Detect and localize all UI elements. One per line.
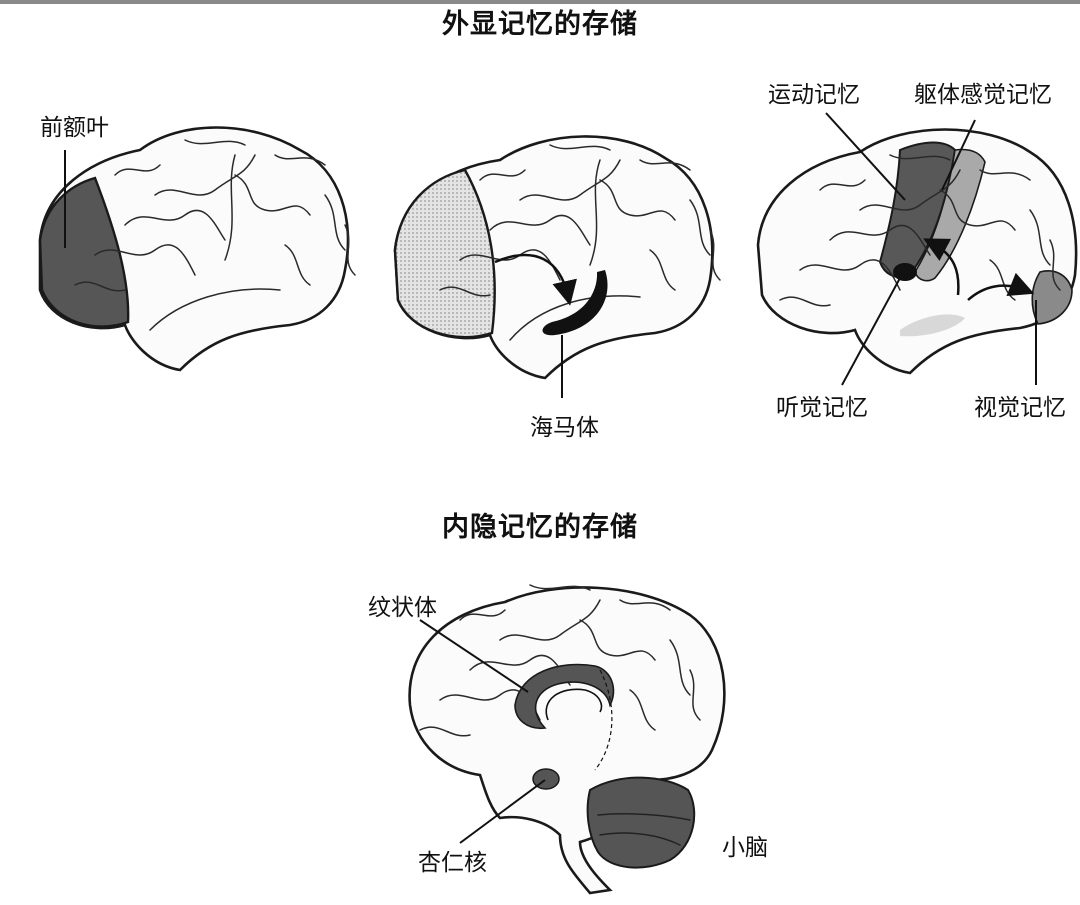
striatum-leader-line [419,619,529,693]
prefrontal-label: 前额叶 [40,115,109,141]
hippocampus-structure [542,270,608,336]
somatosensory-memory-leader-line [941,119,976,191]
striatum-structure [514,663,615,730]
page-top-edge [0,0,1080,4]
auditory-memory-leader-line [841,277,901,386]
somatosensory-memory-label: 躯体感觉记忆 [914,82,1052,108]
motor-memory-leader-line [825,112,906,201]
frontal-dotted-region [393,168,496,339]
auditory-source-dot [893,263,917,281]
striatum-label: 纹状体 [368,595,437,621]
auditory-cortex-region [900,314,965,337]
motor-arrow [923,238,960,296]
brain-hippocampus-diagram [393,135,721,380]
cerebellum-structure [586,776,696,869]
cerebellum-label: 小脑 [722,835,768,861]
motor-memory-label: 运动记忆 [768,82,860,108]
auditory-memory-label: 听觉记忆 [776,395,868,421]
brain-cortex-memory-diagram [756,128,1078,375]
visual-arrow [967,272,1035,301]
hippocampus-arrow [494,253,577,306]
amygdala-label: 杏仁核 [418,850,487,876]
brain-implicit-diagram [408,584,726,895]
brain-prefrontal-diagram [38,126,356,372]
visual-cortex-region [1031,270,1073,325]
visual-memory-label: 视觉记忆 [974,395,1066,421]
hippocampus-label: 海马体 [530,415,599,441]
implicit-memory-title: 内隐记忆的存储 [442,512,638,543]
explicit-memory-title: 外显记忆的存储 [442,9,638,40]
amygdala-leader-line [459,779,546,844]
